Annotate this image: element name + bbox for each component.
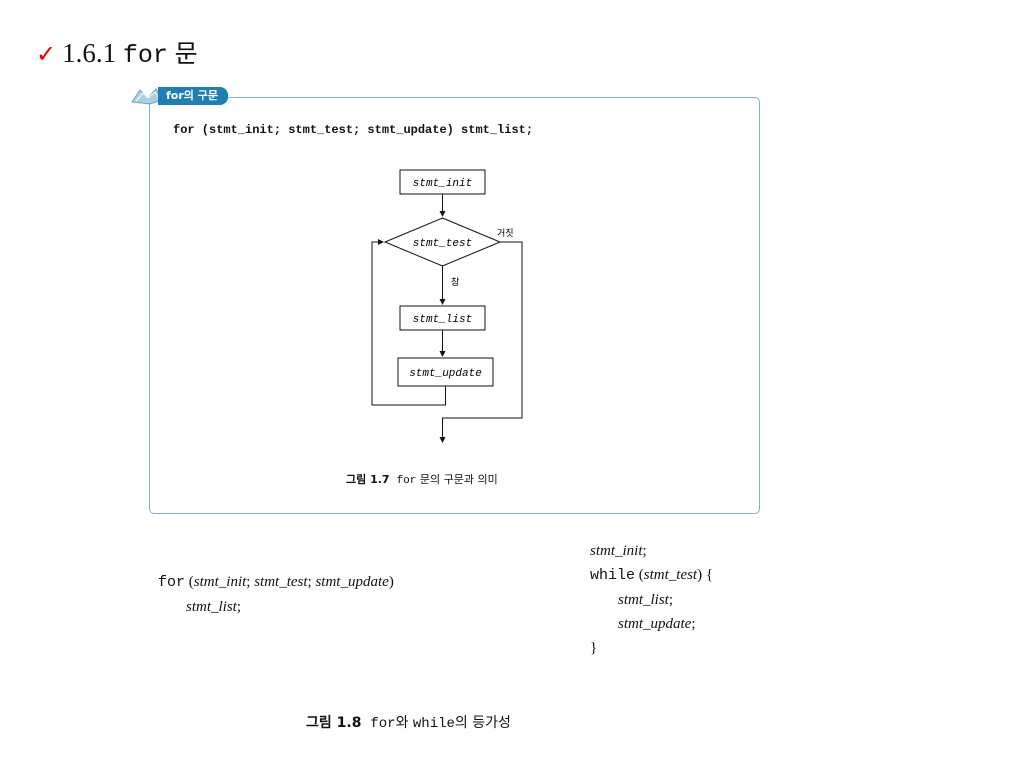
loop-back-line xyxy=(371,239,446,406)
paren-open: ( xyxy=(188,574,194,590)
paren-open: ( xyxy=(638,567,644,583)
for-keyword: for xyxy=(158,574,186,591)
figure-1-7-text: 문의 구문과 의미 xyxy=(419,473,498,486)
section-number: 1.6.1 xyxy=(62,38,117,68)
figure-1-8-number: 그림 1.8 xyxy=(306,715,362,731)
update-expr: stmt_update xyxy=(315,574,389,590)
for-code-line-1: for (stmt_init; stmt_test; stmt_update) xyxy=(158,570,394,595)
while-code-line-4: stmt_update; xyxy=(590,612,713,636)
figure-1-8-kw2: while xyxy=(412,716,455,732)
figure-1-8-mid: 와 xyxy=(395,715,409,731)
semicolon: ; xyxy=(668,592,674,608)
for-syntax-line: for (stmt_init; stmt_test; stmt_update) … xyxy=(173,123,534,137)
init-node-label: stmt_init xyxy=(413,178,472,190)
figure-1-7-keyword: for xyxy=(396,475,417,487)
section-keyword: for xyxy=(122,41,168,70)
false-exit-line xyxy=(439,241,523,443)
figure-1-8-text: 의 등가성 xyxy=(454,715,511,731)
semicolon: ; xyxy=(691,616,696,632)
syntax-box-label: for의 구문 xyxy=(158,87,228,105)
figure-1-8-kw1: for xyxy=(370,716,396,732)
separator: ; xyxy=(307,574,316,590)
while-code-line-5: } xyxy=(590,636,713,660)
while-code-block: stmt_init; while (stmt_test) { stmt_list… xyxy=(590,539,713,660)
separator: ; xyxy=(246,574,255,590)
false-label: 거짓 xyxy=(497,228,514,239)
body-stmt: stmt_list xyxy=(618,592,669,608)
figure-1-7-number: 그림 1.7 xyxy=(346,473,390,486)
true-label: 참 xyxy=(451,277,459,288)
update-expr: stmt_update xyxy=(618,616,692,632)
semicolon: ; xyxy=(236,599,242,615)
while-keyword: while xyxy=(590,567,636,584)
for-flowchart: stmt_init stmt_test 거짓 참 stmt_list stmt_… xyxy=(371,169,523,443)
checkmark-icon: ✓ xyxy=(36,40,57,68)
semicolon: ; xyxy=(642,543,647,559)
section-suffix: 문 xyxy=(174,39,198,68)
test-node-label: stmt_test xyxy=(413,238,472,250)
update-node-label: stmt_update xyxy=(409,368,482,380)
list-node xyxy=(399,305,486,331)
while-code-line-1: stmt_init; xyxy=(590,539,713,563)
body-stmt: stmt_list xyxy=(186,599,237,615)
for-code-block: for (stmt_init; stmt_test; stmt_update) … xyxy=(158,570,394,619)
section-heading: ✓ 1.6.1 for 문 xyxy=(36,34,198,70)
close-brace: } xyxy=(590,640,598,656)
syntax-box xyxy=(149,97,760,514)
test-expr: stmt_test xyxy=(254,574,308,590)
for-code-line-2: stmt_list; xyxy=(158,595,394,619)
paren-close-brace: ) { xyxy=(697,567,714,583)
while-code-line-3: stmt_list; xyxy=(590,588,713,612)
init-expr: stmt_init xyxy=(193,574,247,590)
while-code-line-2: while (stmt_test) { xyxy=(590,563,713,588)
figure-1-7-caption: 그림 1.7 for 문의 구문과 의미 xyxy=(346,471,498,487)
test-expr: stmt_test xyxy=(643,567,698,583)
figure-1-8-caption: 그림 1.8 for와 while의 등가성 xyxy=(306,712,511,732)
init-expr: stmt_init xyxy=(590,543,643,559)
paren-close: ) xyxy=(388,574,394,590)
syntax-box-tab: for의 구문 xyxy=(130,86,228,106)
list-node-label: stmt_list xyxy=(413,314,472,326)
update-node xyxy=(397,357,494,387)
